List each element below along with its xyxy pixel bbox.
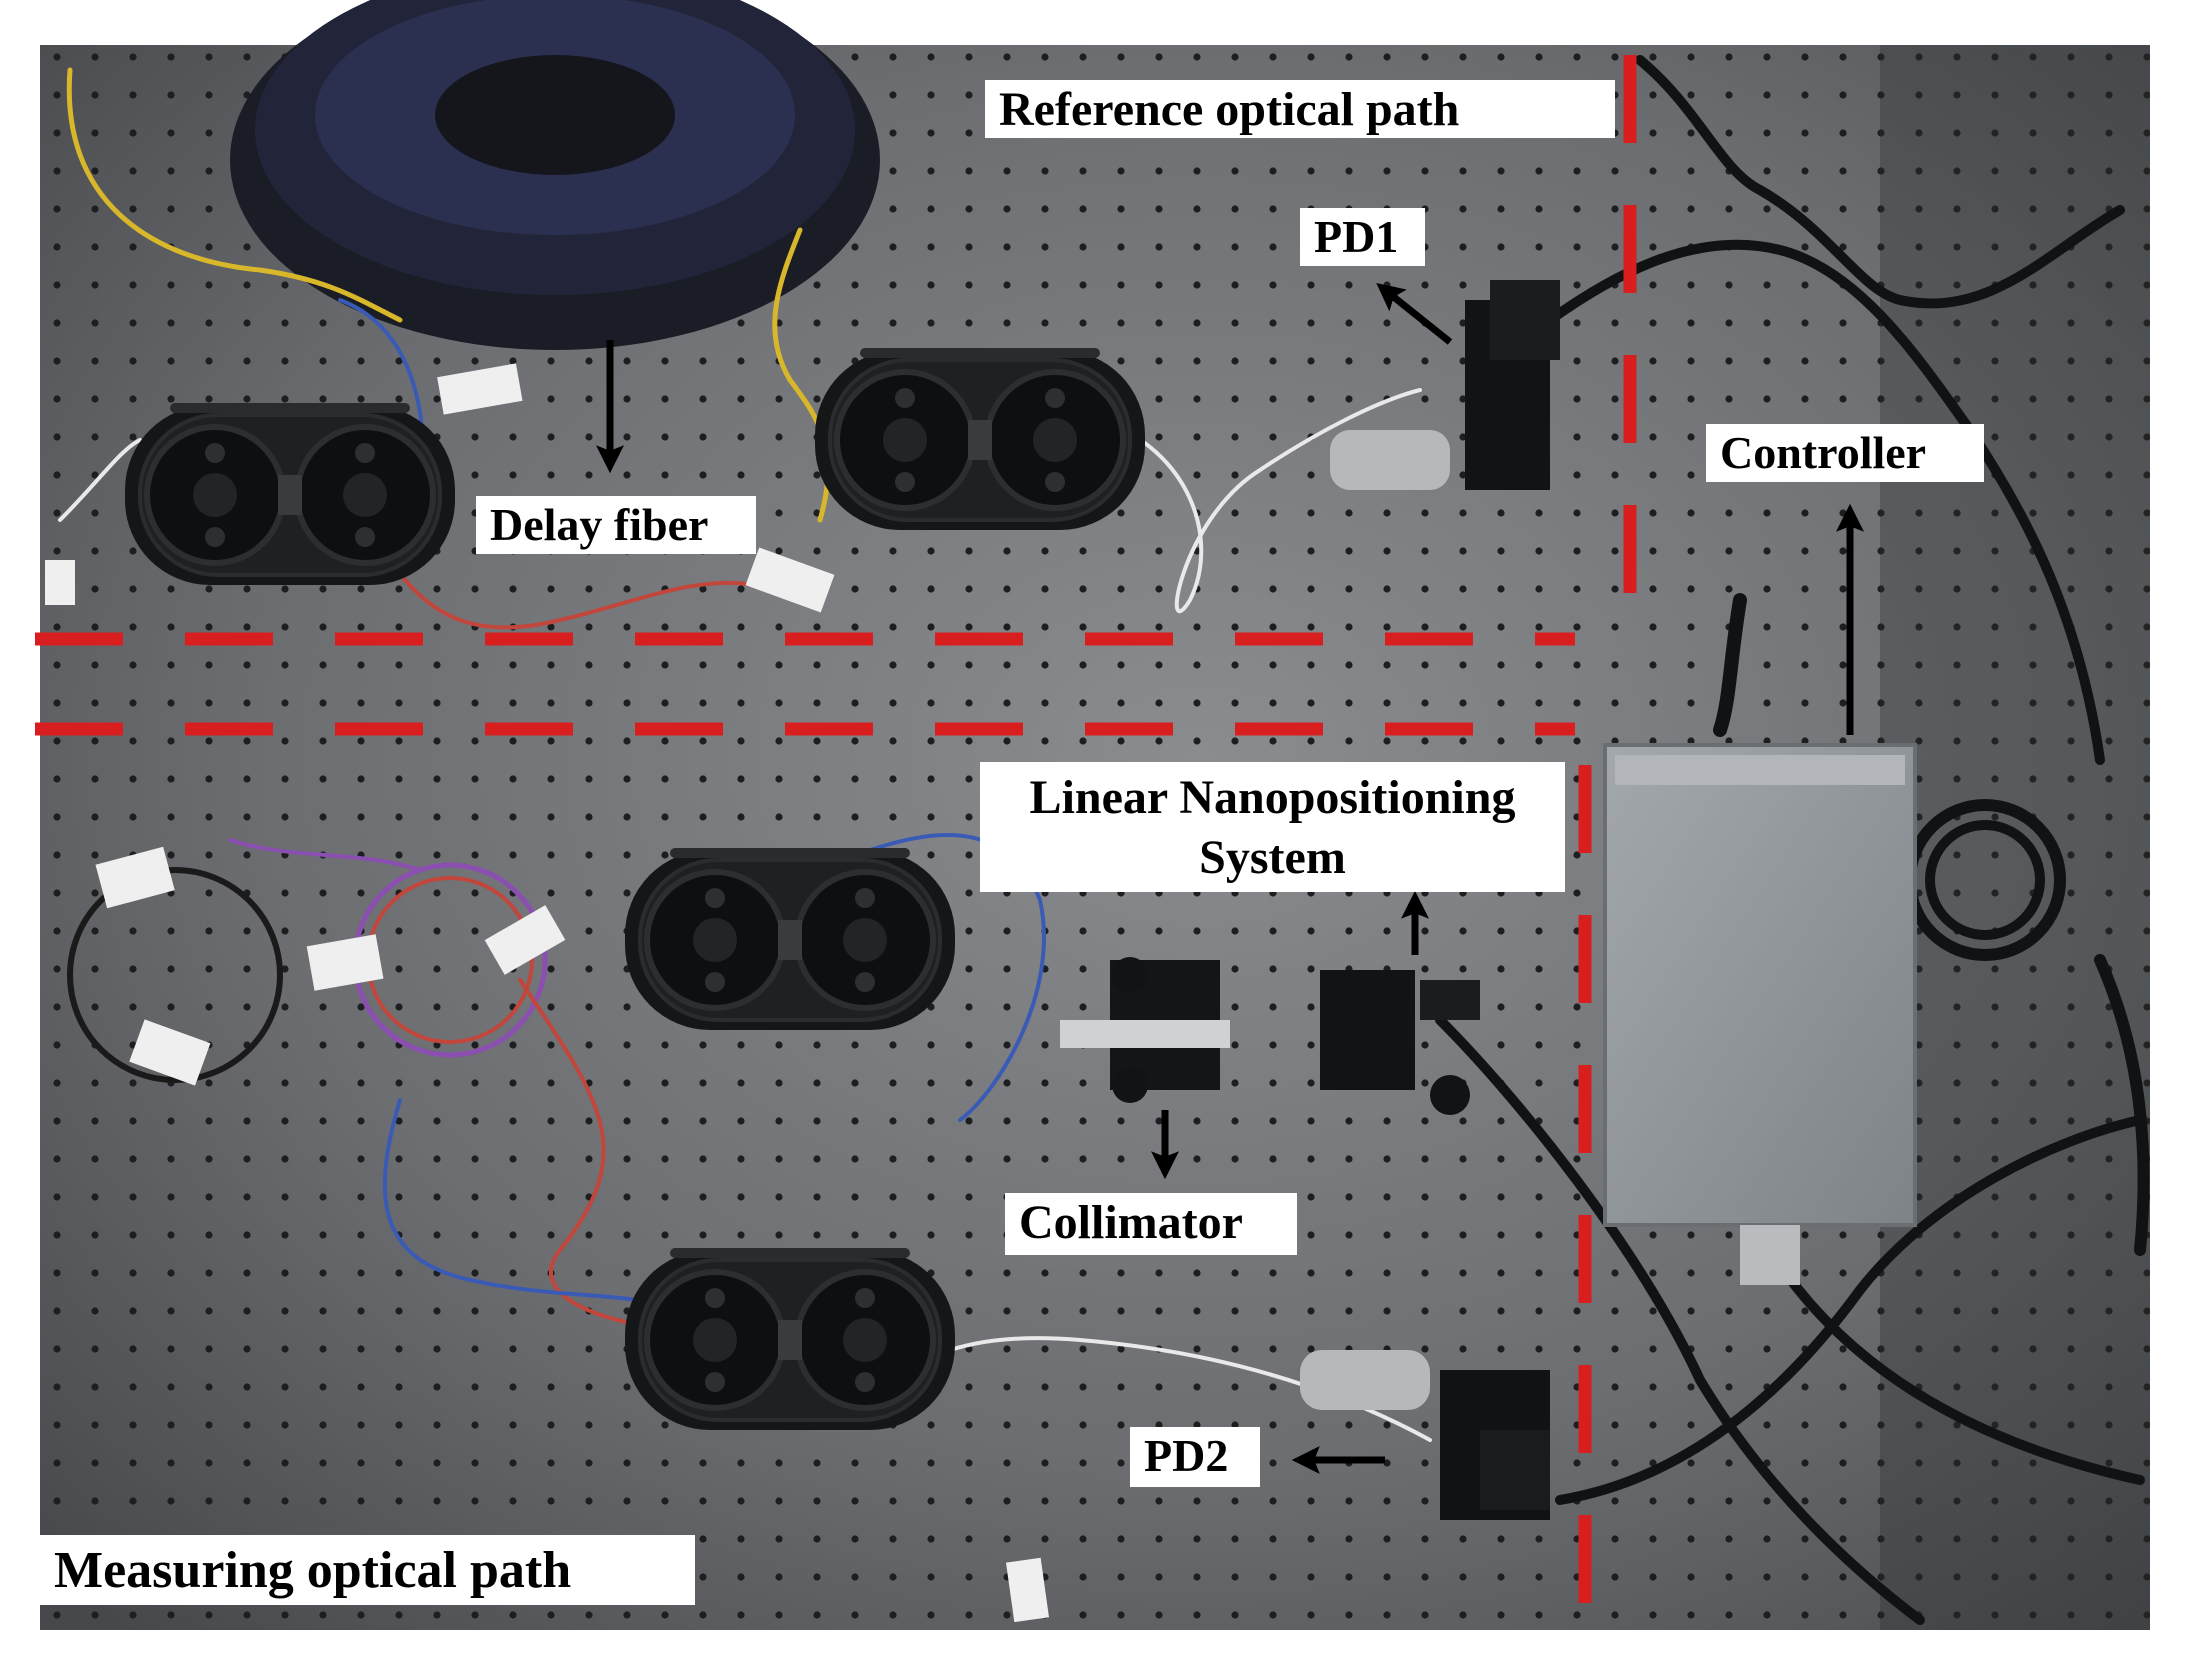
label-delay-fiber: Delay fiber — [476, 496, 756, 554]
label-reference-optical-path: Reference optical path — [985, 80, 1615, 138]
pd2-device — [1300, 1350, 1550, 1520]
label-pd2: PD2 — [1130, 1427, 1260, 1487]
fiber-mount — [815, 348, 1145, 530]
arrow-pd1 — [1376, 283, 1453, 345]
pointer-arrows — [596, 283, 1864, 1474]
nanopositioner-device — [1320, 970, 1480, 1115]
fiber-mount — [625, 848, 955, 1030]
cables — [1435, 55, 2150, 1625]
collimator-device — [1060, 957, 1230, 1103]
label-linear-nanopositioning-line2: System — [1199, 831, 1346, 884]
pd1-device — [1330, 280, 1560, 490]
label-controller: Controller — [1706, 424, 1984, 482]
label-linear-nanopositioning-line1: Linear Nanopositioning — [1029, 771, 1516, 824]
label-measuring-optical-path: Measuring optical path — [40, 1535, 695, 1605]
fiber-spool — [230, 0, 880, 350]
controller-device — [1603, 743, 1917, 1285]
path-dividers — [35, 55, 1637, 1660]
fiber-mount — [625, 1248, 955, 1430]
tape-strips — [45, 363, 1050, 1623]
label-linear-nanopositioning-system: Linear Nanopositioning System — [980, 762, 1565, 892]
label-pd1: PD1 — [1300, 208, 1425, 266]
fiber-mount — [125, 403, 455, 585]
label-collimator: Collimator — [1005, 1193, 1297, 1255]
